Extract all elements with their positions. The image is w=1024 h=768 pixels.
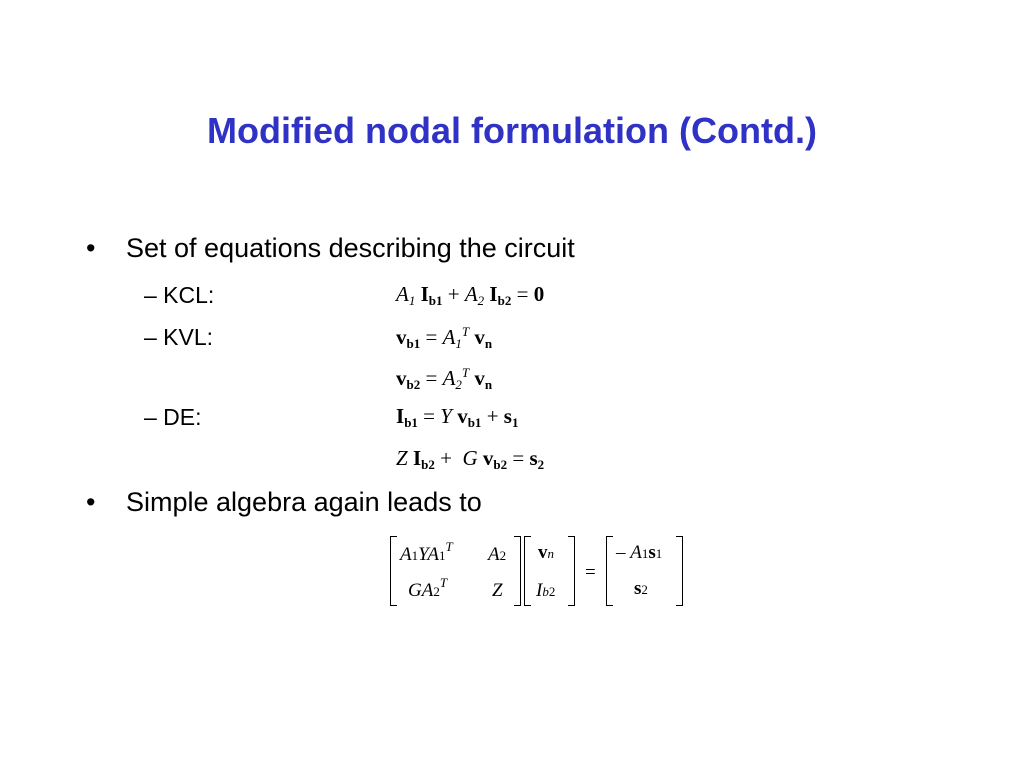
rhs-cell-1: – A1s1 bbox=[616, 542, 663, 563]
equation-kvl-2: vb2 = A2T vn bbox=[396, 365, 493, 392]
matrix-cell-a21: GA2T bbox=[408, 575, 448, 601]
equals-sign: = bbox=[585, 562, 596, 583]
vector-right-bracket bbox=[568, 536, 575, 606]
equation-de-2: Z Ib2 + G vb2 = s2 bbox=[396, 446, 545, 472]
sub-item-label-kvl: – KVL: bbox=[144, 324, 214, 350]
rhs-left-bracket bbox=[606, 536, 613, 606]
vector-left-bracket bbox=[524, 536, 531, 606]
vector-cell-ib2: Ib2 bbox=[536, 580, 556, 601]
bullet-marker: • bbox=[86, 233, 96, 263]
matrix-cell-a22: Z bbox=[492, 580, 503, 601]
matrix-equation: A1YA1T A2 GA2T Z vn Ib2 = – A1s1 s2 bbox=[386, 530, 686, 610]
equation-kcl: A1 Ib1 + A2 Ib2 = 0 bbox=[396, 282, 545, 308]
equation-kvl-1: vb1 = A1T vn bbox=[396, 324, 493, 351]
slide-title: Modified nodal formulation (Contd.) bbox=[207, 110, 817, 151]
bullet-text: Simple algebra again leads to bbox=[126, 487, 482, 517]
matrix-right-bracket bbox=[514, 536, 521, 606]
matrix-left-bracket bbox=[390, 536, 397, 606]
vector-cell-vn: vn bbox=[538, 542, 554, 563]
sub-item-label-kcl: – KCL: bbox=[144, 282, 215, 308]
rhs-right-bracket bbox=[676, 536, 683, 606]
sub-item-label-de: – DE: bbox=[144, 404, 202, 430]
matrix-cell-a12: A2 bbox=[488, 544, 507, 565]
equation-de-1: Ib1 = Y vb1 + s1 bbox=[396, 404, 519, 430]
bullet-marker: • bbox=[86, 487, 96, 517]
rhs-cell-2: s2 bbox=[634, 578, 648, 599]
matrix-cell-a11: A1YA1T bbox=[400, 539, 453, 565]
bullet-text: Set of equations describing the circuit bbox=[126, 233, 575, 263]
